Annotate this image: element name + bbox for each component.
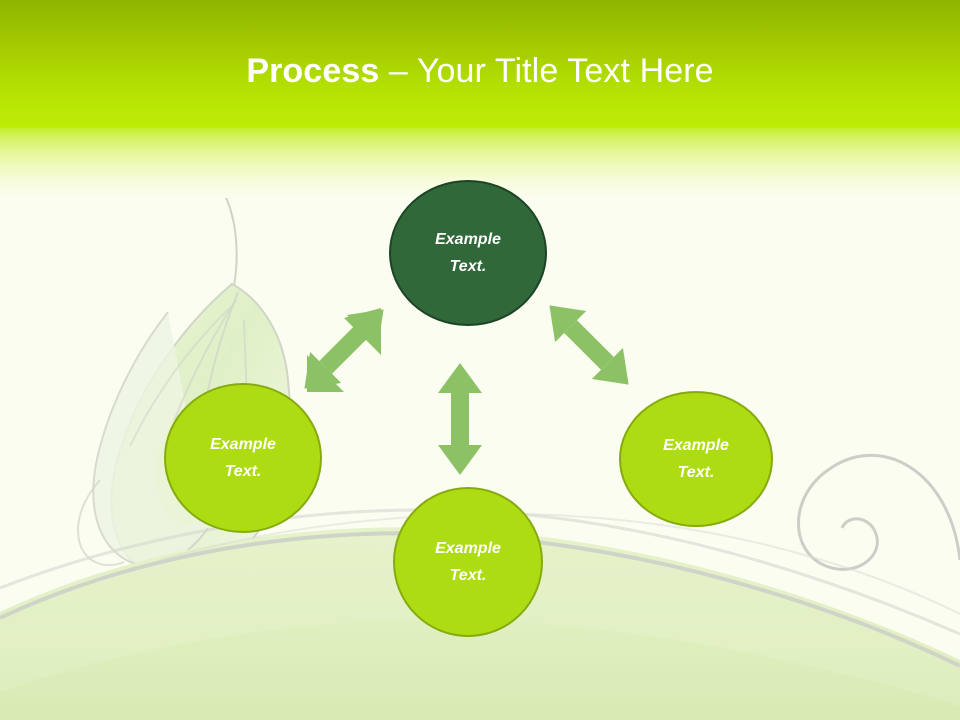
arrow-right-diagonal-icon bbox=[549, 305, 629, 385]
process-node-left-line2: Text. bbox=[224, 463, 262, 480]
process-node-bottom-line1: Example bbox=[435, 540, 501, 557]
butterfly-wing-icon bbox=[77, 185, 315, 589]
wave-outline-3 bbox=[159, 512, 960, 615]
spiral-swirl-icon bbox=[797, 453, 960, 571]
process-node-right-line2: Text. bbox=[677, 464, 715, 481]
page-title-bold: Process bbox=[246, 52, 380, 90]
process-node-right[interactable]: Example Text. bbox=[619, 391, 773, 527]
title-band bbox=[0, 0, 960, 128]
process-node-bottom[interactable]: Example Text. bbox=[393, 487, 543, 637]
page-title-separator: – bbox=[379, 52, 417, 90]
process-node-left[interactable]: Example Text. bbox=[164, 383, 322, 533]
arrow-center-vertical-icon bbox=[438, 363, 482, 475]
page-title: Process – Your Title Text Here bbox=[0, 50, 960, 92]
process-node-left-line1: Example bbox=[210, 436, 276, 453]
arrow-left-diagonal-icon bbox=[304, 308, 384, 392]
page-title-rest: Your Title Text Here bbox=[416, 52, 714, 90]
process-node-right-line1: Example bbox=[663, 437, 729, 454]
process-node-top[interactable]: Example Text. bbox=[389, 180, 547, 326]
process-node-bottom-line2: Text. bbox=[449, 567, 487, 584]
process-node-top-line2: Text. bbox=[449, 258, 487, 275]
process-node-top-line1: Example bbox=[435, 231, 501, 248]
